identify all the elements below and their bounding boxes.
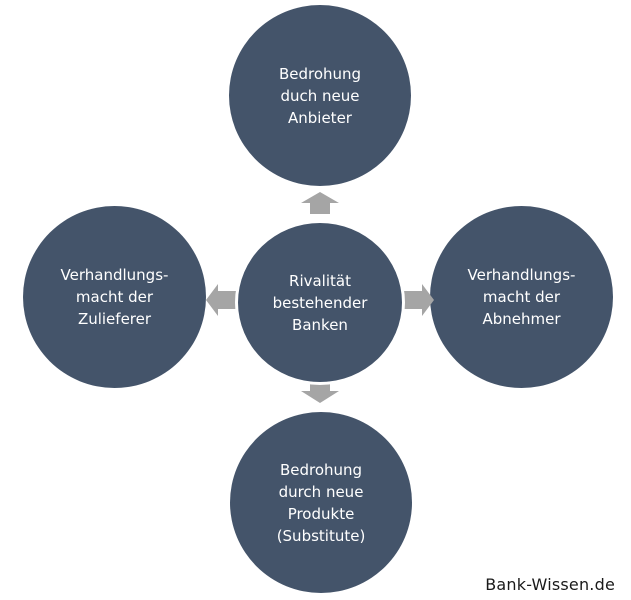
node-threat-new-entrants-label: Bedrohung duch neue Anbieter <box>278 64 362 127</box>
watermark-text: Bank-Wissen.de <box>485 575 615 594</box>
node-threat-new-entrants: Bedrohung duch neue Anbieter <box>229 5 411 186</box>
node-rivalry-existing-banks-label: Rivalität bestehender Banken <box>272 271 368 334</box>
node-supplier-power: Verhandlungs- macht der Zulieferer <box>23 206 206 388</box>
arrow-up-icon <box>301 192 339 214</box>
node-threat-substitutes-label: Bedrohung durch neue Produkte (Substitut… <box>276 460 366 545</box>
node-buyer-power: Verhandlungs- macht der Abnehmer <box>430 206 613 388</box>
node-threat-substitutes: Bedrohung durch neue Produkte (Substitut… <box>230 412 412 593</box>
arrow-down-icon <box>301 379 339 403</box>
node-rivalry-existing-banks: Rivalität bestehender Banken <box>235 220 405 385</box>
arrow-left-icon <box>206 284 236 316</box>
arrow-right-icon <box>404 284 434 316</box>
node-buyer-power-label: Verhandlungs- macht der Abnehmer <box>467 266 576 328</box>
node-supplier-power-label: Verhandlungs- macht der Zulieferer <box>60 266 169 328</box>
